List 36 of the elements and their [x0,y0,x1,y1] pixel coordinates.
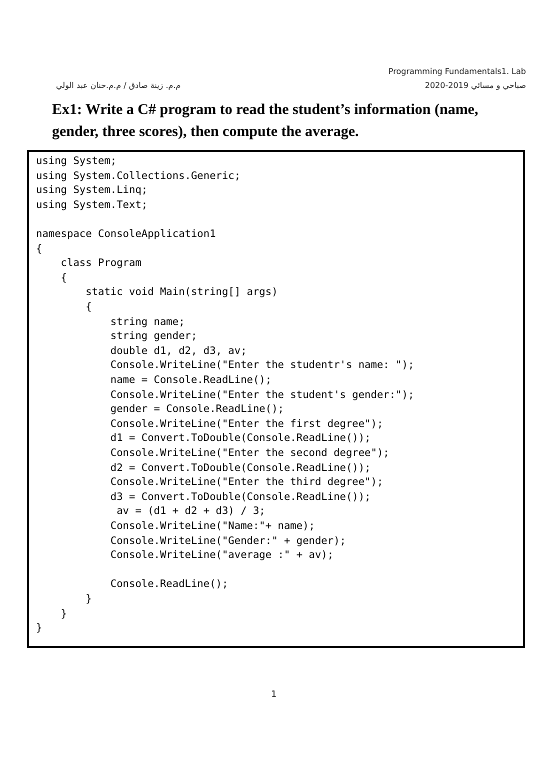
code-line: { [36,242,42,257]
code-line: { [60,270,67,286]
exercise-heading: Ex1: Write a C# program to read the student’s information (name, gender, three scores), then compute the average. [52,101,480,142]
code-line: Console.WriteLine("Enter the second degree"); [109,446,390,461]
code-line: namespace ConsoleApplication1 [36,227,216,242]
code-line: { [84,300,92,315]
code-line: using System.Text; [36,198,148,213]
code-line: Console.WriteLine("Enter the studentr's name: "); [109,358,414,374]
author-names: م.م. زينة صادق / م.م.حنان عبد الولي [56,81,181,90]
code-line: class Program [60,256,142,272]
code-line: av = (d1 + d2 + d3) / 3; [116,504,266,520]
code-line: string name; [109,314,185,330]
code-line: } [84,592,92,607]
code-line: Console.WriteLine("average :" + av); [109,548,334,564]
code-line: static void Main(string[] args) [84,285,278,300]
code-line: using System.Linq; [36,183,148,198]
code-line: Console.WriteLine("Name:"+ name); [109,519,315,534]
code-line: d1 = Convert.ToDouble(Console.ReadLine()); [109,431,371,446]
code-line: string gender; [109,329,198,344]
code-line: } [60,606,67,622]
code-line: Console.WriteLine("Enter the third degree"); [109,475,384,490]
code-line: Console.WriteLine("Gender:" + gender); [109,534,346,549]
course-header: Programming Fundamentals1. Lab [388,67,526,76]
code-line: using System; [36,154,117,169]
code-line: using System.Collections.Generic; [36,168,241,184]
code-line: name = Console.ReadLine(); [109,373,272,388]
code-line: } [36,621,42,636]
code-line: d2 = Convert.ToDouble(Console.ReadLine()); [109,460,371,476]
code-line: double d1, d2, d3, av; [109,344,247,359]
page-number: 1 [271,690,277,700]
code-line: Console.WriteLine("Enter the first degree"); [109,416,384,432]
code-line: d3 = Convert.ToDouble(Console.ReadLine()); [109,490,371,505]
code-line: Console.WriteLine("Enter the student's gender:"); [109,388,414,403]
code-line: Console.ReadLine(); [109,577,228,592]
code-line: gender = Console.ReadLine(); [109,402,284,418]
year-header: 2020-2019 صباحي و مسائي [424,81,526,90]
